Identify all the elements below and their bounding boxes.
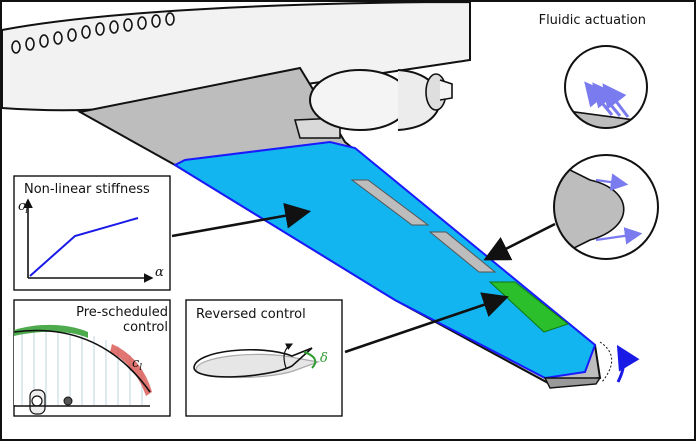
axis-alpha-label: α bbox=[155, 265, 164, 280]
nonlinear-stiffness-panel: Non-linear stiffness cl α bbox=[13, 175, 171, 291]
delta-label: δ bbox=[320, 351, 328, 366]
reversed-control-pointer-arrow bbox=[344, 292, 509, 354]
fluidic-actuation-circle-bottom bbox=[553, 154, 659, 260]
stiffness-curve bbox=[29, 217, 139, 277]
reversed-control-panel: Reversed control δ bbox=[185, 299, 343, 417]
nonlinear-stiffness-title: Non-linear stiffness bbox=[24, 182, 150, 197]
fluidic-actuation-circle-top bbox=[564, 45, 648, 129]
morphing-wing-region bbox=[172, 140, 597, 380]
prescheduled-cl-label: cl bbox=[132, 356, 142, 373]
actuation-pointer-arrow bbox=[483, 222, 556, 261]
airfoil-outline bbox=[193, 347, 313, 378]
wing bbox=[77, 66, 640, 389]
fluidic-actuation-label: Fluidic actuation bbox=[539, 13, 646, 28]
jet-engine-icon bbox=[293, 69, 453, 139]
stiffness-pointer-arrow bbox=[171, 202, 312, 238]
reversed-control-title: Reversed control bbox=[196, 307, 306, 322]
fuselage-icon bbox=[1, 0, 471, 112]
pre-scheduled-title-line1: Pre-scheduled bbox=[76, 305, 168, 320]
rotation-arrow-icon bbox=[616, 344, 640, 383]
axis-cl-label: cl bbox=[18, 199, 28, 216]
pre-scheduled-title-line2: control bbox=[123, 320, 168, 335]
aileron bbox=[488, 281, 570, 333]
pre-scheduled-control-panel: Pre-scheduled control cl bbox=[13, 299, 171, 417]
